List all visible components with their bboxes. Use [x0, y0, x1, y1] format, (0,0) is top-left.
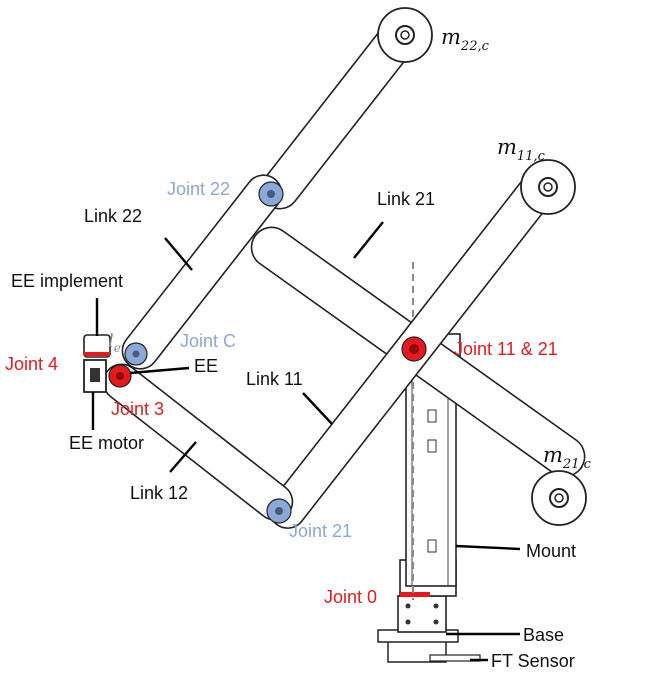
label-joint-11-21: Joint 11 & 21	[454, 339, 558, 359]
base-block	[397, 595, 447, 633]
base-bolt	[433, 619, 439, 625]
label-m21: m21,c	[543, 443, 592, 472]
label-joint-21: Joint 21	[289, 521, 352, 541]
label-ee-motor: EE motor	[69, 433, 144, 453]
leader-link-11	[302, 392, 333, 425]
base-bolt	[405, 603, 411, 609]
counterweight-m21	[531, 470, 587, 526]
leader-ee	[129, 366, 190, 375]
label-joint-4: Joint 4	[5, 354, 58, 374]
joint-3-center	[116, 372, 124, 380]
label-base: Base	[523, 625, 564, 645]
joint-4-marker	[84, 352, 110, 356]
label-m11: m11,c	[497, 135, 546, 164]
joint-11-21	[401, 336, 427, 362]
label-le: le	[108, 331, 121, 355]
label-link-21: Link 21	[377, 189, 435, 209]
joint-c	[124, 342, 148, 366]
label-joint-0: Joint 0	[324, 587, 377, 607]
base-bolt	[405, 619, 411, 625]
ft-sensor-cable	[429, 654, 481, 662]
link-22-long-bar	[121, 174, 283, 370]
label-link-22: Link 22	[84, 206, 142, 226]
label-ee-implement: EE implement	[11, 271, 123, 291]
joint-22	[258, 181, 284, 207]
leader-mount	[455, 544, 521, 551]
column-slot	[427, 409, 437, 423]
counterweight-m11	[520, 159, 576, 215]
column-slot	[427, 539, 437, 553]
leader-link-21	[353, 221, 384, 259]
joint-0-marker	[400, 592, 430, 597]
counterweight-m22	[377, 7, 433, 63]
leader-link-22	[164, 237, 193, 271]
label-joint-22: Joint 22	[167, 179, 230, 199]
label-joint-c: Joint C	[180, 331, 236, 351]
base-bolt	[433, 603, 439, 609]
label-link-12: Link 12	[130, 483, 188, 503]
joint-21	[266, 498, 292, 524]
label-link-11: Link 11	[246, 369, 303, 389]
end-effector	[83, 334, 132, 393]
column-slot	[427, 439, 437, 453]
label-ft-sensor: FT Sensor	[491, 651, 575, 671]
label-mount: Mount	[526, 541, 576, 561]
ee-motor-detail	[90, 368, 100, 382]
leader-link-12	[169, 441, 197, 473]
label-joint-3: Joint 3	[111, 399, 164, 419]
label-m22: m22,c	[441, 25, 490, 54]
label-ee: EE	[194, 356, 218, 376]
